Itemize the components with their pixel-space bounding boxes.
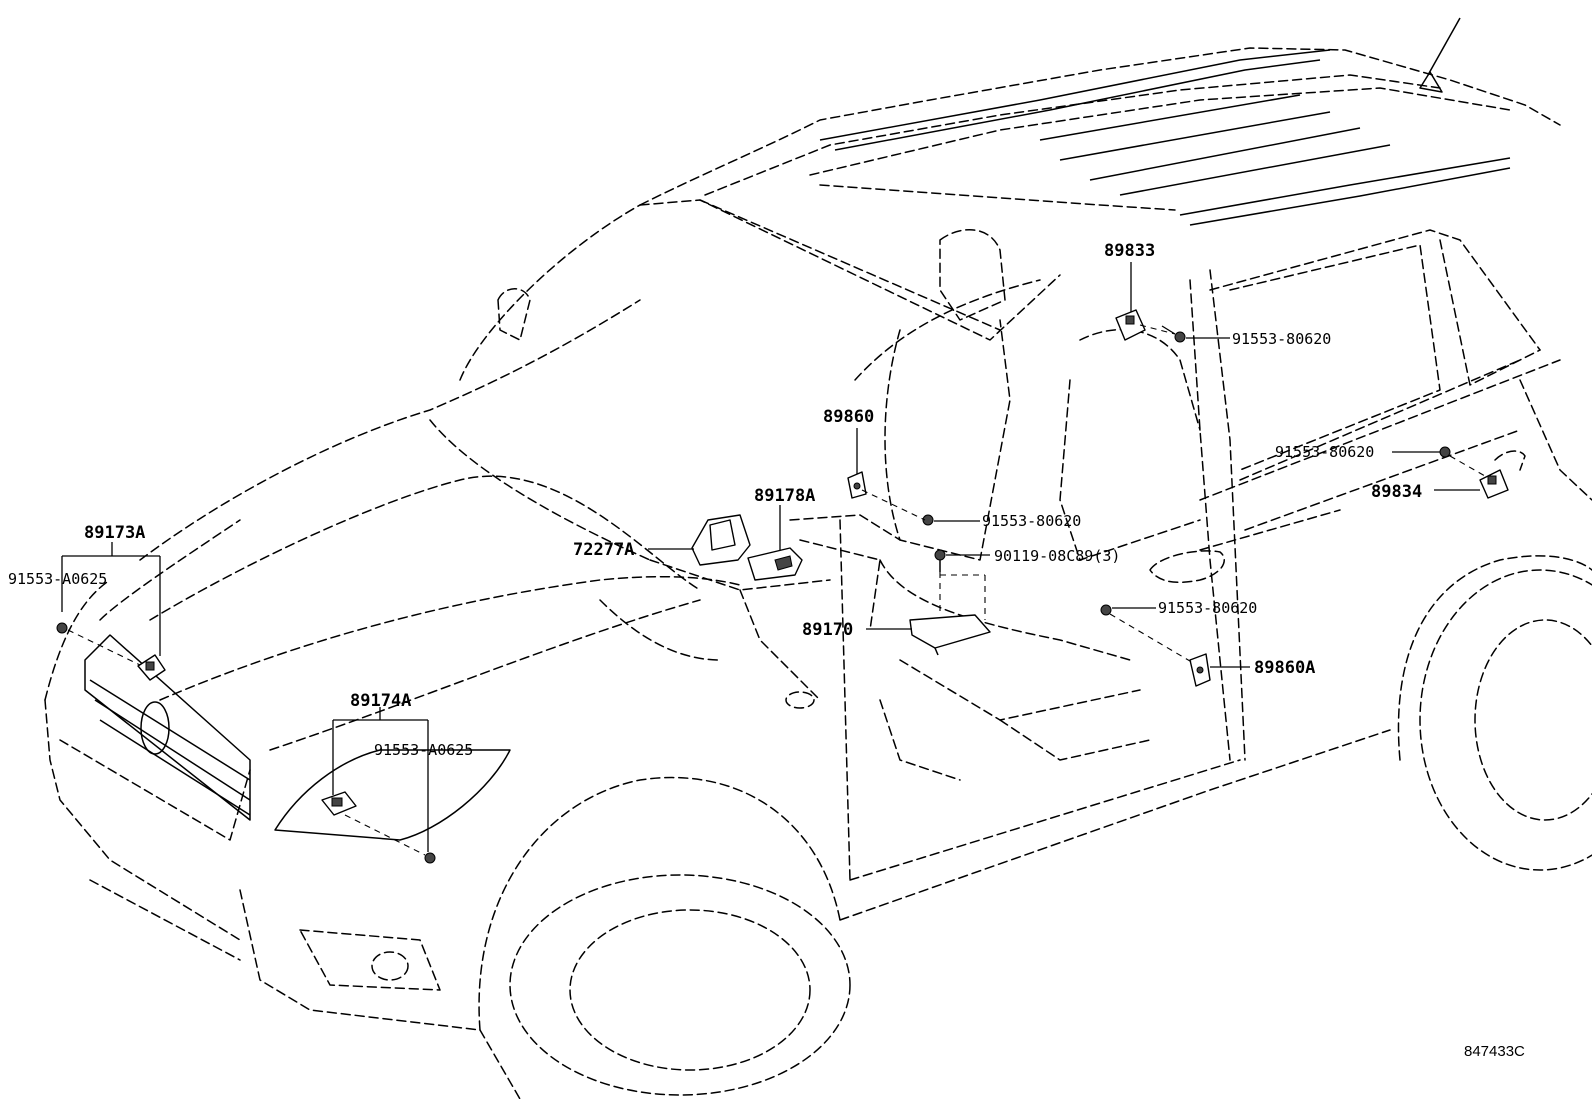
label-91553-A0625-b: 91553-A0625 (374, 741, 473, 759)
label-89178A: 89178A (754, 486, 815, 506)
label-91553-80620-d: 91553-80620 (1158, 599, 1257, 617)
bracket-72277A (691, 514, 751, 566)
label-89170: 89170 (802, 620, 853, 640)
label-89834: 89834 (1371, 482, 1422, 502)
label-91553-A0625-a: 91553-A0625 (8, 570, 107, 588)
label-91553-80620-b: 91553-80620 (1275, 443, 1374, 461)
callouts: 89833 91553-80620 89860 91553-80620 8983… (8, 241, 1525, 1060)
illustration-id: 847433C (1464, 1043, 1525, 1060)
label-91553-80620-c: 91553-80620 (982, 512, 1081, 530)
label-89860: 89860 (823, 407, 874, 427)
bolt-91553-80620-b (1439, 446, 1451, 458)
bolt-91553-A0625-b (424, 852, 436, 864)
leader-lines (61, 262, 1486, 856)
label-72277A: 72277A (573, 540, 634, 560)
label-89833: 89833 (1104, 241, 1155, 261)
sensor-89834 (1479, 450, 1526, 499)
bolt-91553-80620-d (1100, 604, 1112, 616)
airbag-ecu-89170 (909, 614, 991, 656)
bolt-91553-A0625-a (56, 622, 68, 634)
label-90119-08C89: 90119-08C89(3) (994, 547, 1120, 565)
vehicle-outline (44, 17, 1592, 1099)
label-89173A: 89173A (84, 523, 145, 543)
sensor-89860A (1189, 653, 1211, 687)
sensor-89174A (321, 791, 357, 816)
screw-90119-08C89 (934, 549, 946, 572)
sensor-89173A (137, 654, 166, 681)
bolt-91553-80620-a (1161, 325, 1186, 343)
label-89174A: 89174A (350, 691, 411, 711)
bolt-91553-80620-c (922, 514, 934, 526)
sensor-89860 (847, 471, 867, 499)
label-89860A: 89860A (1254, 658, 1315, 678)
sensor-89833 (1115, 309, 1146, 341)
sensor-89178A (747, 547, 803, 581)
label-91553-80620-a: 91553-80620 (1232, 330, 1331, 348)
